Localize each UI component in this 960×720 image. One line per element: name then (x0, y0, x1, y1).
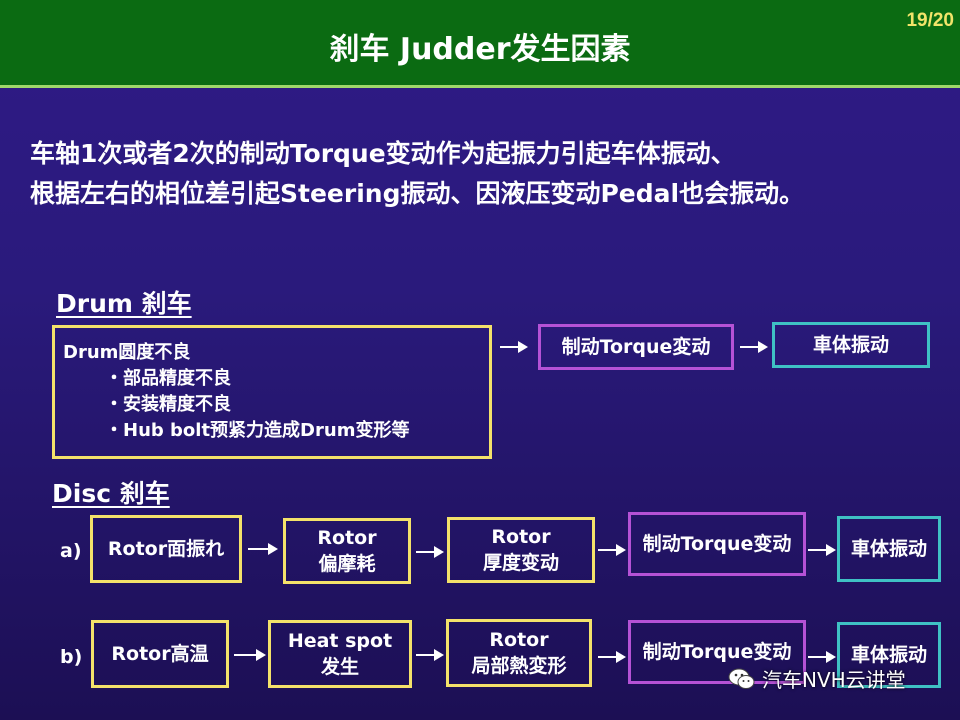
drum-cause-title: Drum圆度不良 (63, 342, 191, 363)
row-b-result-label: 車体振动 (850, 644, 927, 666)
row-a-step2-line2: 偏摩耗 (318, 553, 376, 575)
row-a-step2-line1: Rotor (317, 527, 377, 549)
drum-cause-box: Drum圆度不良 ・部品精度不良 ・安装精度不良 ・Hub bolt预紧力造成D… (52, 325, 492, 459)
drum-cause-item: ・安装精度不良 (105, 394, 231, 415)
drum-cause-item: ・Hub bolt预紧力造成Drum变形等 (105, 420, 410, 441)
row-a-step1-text: Rotor面振れ (107, 538, 225, 560)
row-b-step3-line2: 局部熱変形 (471, 655, 567, 677)
intro-text: 车轴1次或者2次的制动Torque变动作为起振力引起车体振动、 根据左右的相位差… (30, 134, 950, 214)
row-b-step2-box: Heat spot 发生 (268, 620, 412, 688)
row-b-label: b) (60, 646, 83, 668)
watermark: 汽车NVH云讲堂 (728, 664, 906, 693)
arrow (808, 650, 836, 664)
drum-torque-label: 制动Torque変动 (561, 336, 711, 358)
arrow (598, 650, 626, 664)
drum-cause-item: ・部品精度不良 (105, 368, 231, 389)
row-a-step2-box: Rotor 偏摩耗 (283, 518, 411, 584)
row-b-step2-line2: 发生 (320, 656, 359, 678)
row-b-torque-box: 制动Torque变动 (628, 620, 806, 684)
arrow (598, 543, 626, 557)
arrow (740, 340, 768, 354)
row-a-torque-box: 制动Torque变动 (628, 512, 806, 576)
row-b-result-box: 車体振动 (837, 622, 941, 688)
arrow (248, 542, 278, 556)
row-a-torque-label: 制动Torque变动 (642, 533, 792, 555)
drum-heading: Drum 刹车 (56, 289, 192, 318)
row-b-step3-box: Rotor 局部熱変形 (446, 619, 592, 687)
arrow (500, 340, 528, 354)
row-a-result-box: 車体振动 (837, 516, 941, 582)
row-a-step1-box: Rotor面振れ (90, 515, 242, 583)
disc-heading: Disc 刹车 (52, 479, 170, 508)
title-bar: 刹车 Judder发生因素 19/20 (0, 0, 960, 88)
wechat-icon (728, 668, 755, 689)
row-b-step1-text: Rotor高温 (111, 643, 209, 665)
slide-title: 刹车 Judder发生因素 (329, 32, 631, 67)
arrow (416, 648, 444, 662)
arrow (234, 648, 266, 662)
row-b-step3-line1: Rotor (489, 629, 549, 651)
intro-line-2: 根据左右的相位差引起Steering振动、因液压变动Pedal也会振动。 (30, 179, 805, 208)
arrow (416, 545, 444, 559)
drum-result-label: 車体振动 (812, 334, 889, 356)
row-a-result-label: 車体振动 (850, 538, 927, 560)
arrow (808, 543, 836, 557)
row-a-step3-line1: Rotor (491, 526, 551, 548)
drum-result-box: 車体振动 (772, 322, 930, 368)
page-number: 19/20 (906, 10, 954, 31)
drum-torque-box: 制动Torque変动 (538, 324, 734, 370)
watermark-text: 汽车NVH云讲堂 (762, 668, 906, 692)
row-b-torque-label: 制动Torque变动 (642, 641, 792, 663)
row-b-step2-line1: Heat spot (287, 630, 393, 652)
row-a-label: a) (60, 540, 82, 562)
intro-line-1: 车轴1次或者2次的制动Torque变动作为起振力引起车体振动、 (30, 139, 736, 168)
row-a-step3-line2: 厚度变动 (482, 552, 559, 574)
row-a-step3-box: Rotor 厚度变动 (447, 517, 595, 583)
row-b-step1-box: Rotor高温 (91, 620, 229, 688)
